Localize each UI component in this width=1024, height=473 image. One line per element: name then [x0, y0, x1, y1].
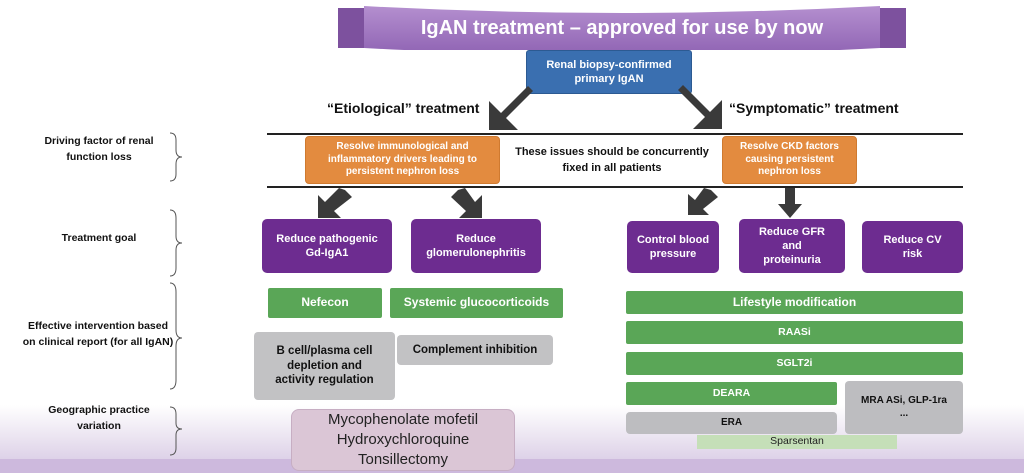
arrow-ckd-to-gfr: [778, 188, 802, 218]
intervention-sglt2i: SGLT2i: [626, 352, 963, 375]
arrow-immunological-to-glomerulonephritis: [451, 188, 482, 218]
root-box-igan: Renal biopsy-confirmed primary IgAN: [526, 50, 692, 94]
driving-factor-ckd: Resolve CKD factors causing persistent n…: [722, 136, 857, 184]
row-brackets: [169, 132, 183, 456]
arrow-immunological-to-gd-iga1: [318, 188, 352, 218]
intervention-mra-asi-glp1ra: MRA ASi, GLP-1ra ...: [845, 381, 963, 434]
intervention-nefecon: Nefecon: [268, 288, 382, 318]
row-label-geographic-variation: Geographic practice variation: [48, 404, 150, 433]
geographic-variation-box: Mycophenolate mofetil Hydroxychloroquine…: [291, 409, 515, 471]
goal-reduce-glomerulonephritis: Reduce glomerulonephritis: [411, 219, 541, 273]
band-bottom-line: [267, 186, 963, 188]
intervention-raasi: RAASi: [626, 321, 963, 344]
intervention-complement-inhibition: Complement inhibition: [397, 335, 553, 365]
band-top-line: [267, 133, 963, 135]
intervention-systemic-glucocorticoids: Systemic glucocorticoids: [390, 288, 563, 318]
page-title: IgAN treatment – approved for use by now: [420, 17, 824, 39]
goal-control-blood-pressure: Control blood pressure: [627, 221, 719, 273]
arrow-root-to-symptomatic: [678, 76, 722, 129]
symptomatic-heading: “Symptomatic” treatment: [729, 100, 899, 116]
intervention-sparsentan: Sparsentan: [697, 435, 897, 449]
row-label-treatment-goal: Treatment goal: [61, 232, 137, 244]
concurrent-fix-note: These issues should be concurrently fixe…: [515, 146, 709, 174]
arrow-ckd-to-blood-pressure: [688, 188, 718, 215]
title-banner: IgAN treatment – approved for use by now: [338, 6, 906, 50]
banner-ribbon-shape: [338, 6, 906, 50]
row-label-effective-intervention: Effective intervention based on clinical…: [22, 320, 174, 349]
intervention-deara: DEARA: [626, 382, 837, 405]
intervention-bcell-depletion: B cell/plasma cell depletion and activit…: [254, 332, 395, 400]
intervention-lifestyle-modification: Lifestyle modification: [626, 291, 963, 314]
goal-reduce-cv-risk: Reduce CV risk: [862, 221, 963, 273]
row-label-driving-factor: Driving factor of renal function loss: [44, 135, 154, 164]
intervention-era: ERA: [626, 412, 837, 434]
arrow-root-to-etiological: [489, 76, 533, 130]
goal-reduce-gd-iga1: Reduce pathogenic Gd-IgA1: [262, 219, 392, 273]
etiological-heading: “Etiological” treatment: [327, 100, 480, 116]
goal-reduce-gfr-proteinuria: Reduce GFR and proteinuria: [739, 219, 845, 273]
driving-factor-immunological: Resolve immunological and inflammatory d…: [305, 136, 500, 184]
